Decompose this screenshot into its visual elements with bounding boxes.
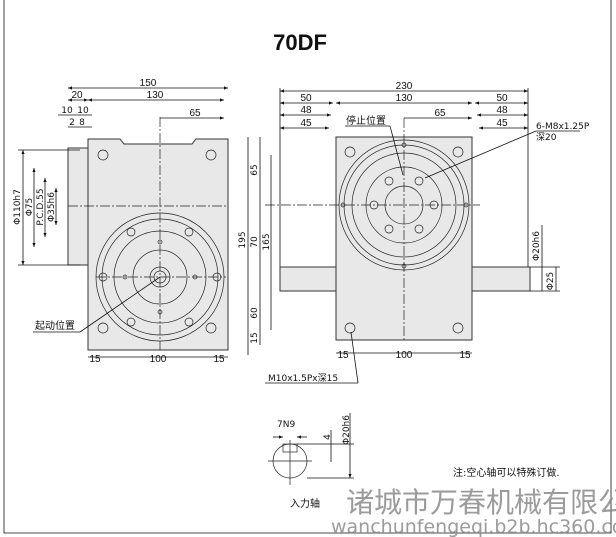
mount-holes <box>97 149 217 334</box>
thread-holes <box>340 142 469 334</box>
watermark-company: 诸城市万春机械有限公司 <box>346 486 616 519</box>
dim-45-right: 45 <box>496 118 508 129</box>
dim-pcd55: P.C.D.55 <box>36 188 46 225</box>
dim-15-right: 15 <box>459 350 471 361</box>
watermark-url: wanchunfengeqi.b2b.hc360.com <box>331 516 616 537</box>
left-shaft <box>279 266 337 292</box>
dim-15-right: 15 <box>213 354 225 365</box>
right-view: 230 50 130 50 48 48 45 45 65 65 70 60 15… <box>238 81 590 384</box>
hollow-shaft-note: 注:空心轴可以特殊订做. <box>453 466 560 479</box>
key-depth-dim: 4 <box>323 434 333 440</box>
dim-70-v: 70 <box>250 236 260 248</box>
dim-15-left: 15 <box>337 350 349 361</box>
dim-48-left: 48 <box>300 105 312 116</box>
dim-15-left: 15 <box>89 354 101 365</box>
dim-150: 150 <box>140 78 157 89</box>
thread-note: 6-M8x1.25P <box>536 122 590 132</box>
dim-100: 100 <box>150 354 167 365</box>
key-width-dim: 7N9 <box>277 420 295 430</box>
input-shaft-section: 7N9 4 Φ20h6 入力轴 <box>268 413 354 510</box>
dim-165-v: 165 <box>262 233 272 250</box>
drawing-title: 70DF <box>273 30 327 55</box>
dim-100: 100 <box>396 350 413 361</box>
dim-phi75: Φ75 <box>25 198 35 217</box>
thread-depth-note: 深20 <box>536 132 557 143</box>
dim-10b: 10 <box>77 106 89 116</box>
dim-phi20h6: Φ20h6 <box>532 231 542 261</box>
drawing-frame <box>3 0 612 534</box>
dim-10a: 10 <box>61 106 73 116</box>
mount-hole-note: M10x1.5Px深15 <box>268 373 338 384</box>
dim-20: 20 <box>71 90 83 101</box>
left-body <box>87 138 229 351</box>
dim-50-right: 50 <box>496 93 508 104</box>
left-view: 150 20 130 10 10 2 8 65 Φ110h7 Φ75 P.C.D… <box>13 78 229 365</box>
dim-195-v: 195 <box>238 231 248 248</box>
left-flange <box>67 147 89 266</box>
dim-65-v: 65 <box>250 164 260 175</box>
dim-phi35h6: Φ35h6 <box>47 192 57 222</box>
dim-130: 130 <box>147 90 164 101</box>
input-shaft-label: 入力轴 <box>290 497 320 510</box>
dim-phi110h7: Φ110h7 <box>13 189 23 225</box>
shaft-diameter-dim: Φ20h6 <box>342 415 352 445</box>
dim-50-left: 50 <box>300 93 312 104</box>
dim-48-right: 48 <box>496 105 508 116</box>
dim-65: 65 <box>189 108 201 119</box>
dim-65: 65 <box>434 108 446 119</box>
start-position-label: 起动位置 <box>35 319 75 332</box>
dim-45-left: 45 <box>300 118 312 129</box>
stop-position-label: 停止位置 <box>346 114 386 127</box>
dim-60-v: 60 <box>250 307 260 319</box>
right-shaft <box>471 266 531 292</box>
dim-phi25: Φ25 <box>546 272 556 291</box>
dim-15-v: 15 <box>250 332 260 343</box>
dim-2: 2 <box>69 118 75 128</box>
dim-230: 230 <box>396 81 413 92</box>
dim-130: 130 <box>396 93 413 104</box>
dim-8: 8 <box>79 118 85 128</box>
